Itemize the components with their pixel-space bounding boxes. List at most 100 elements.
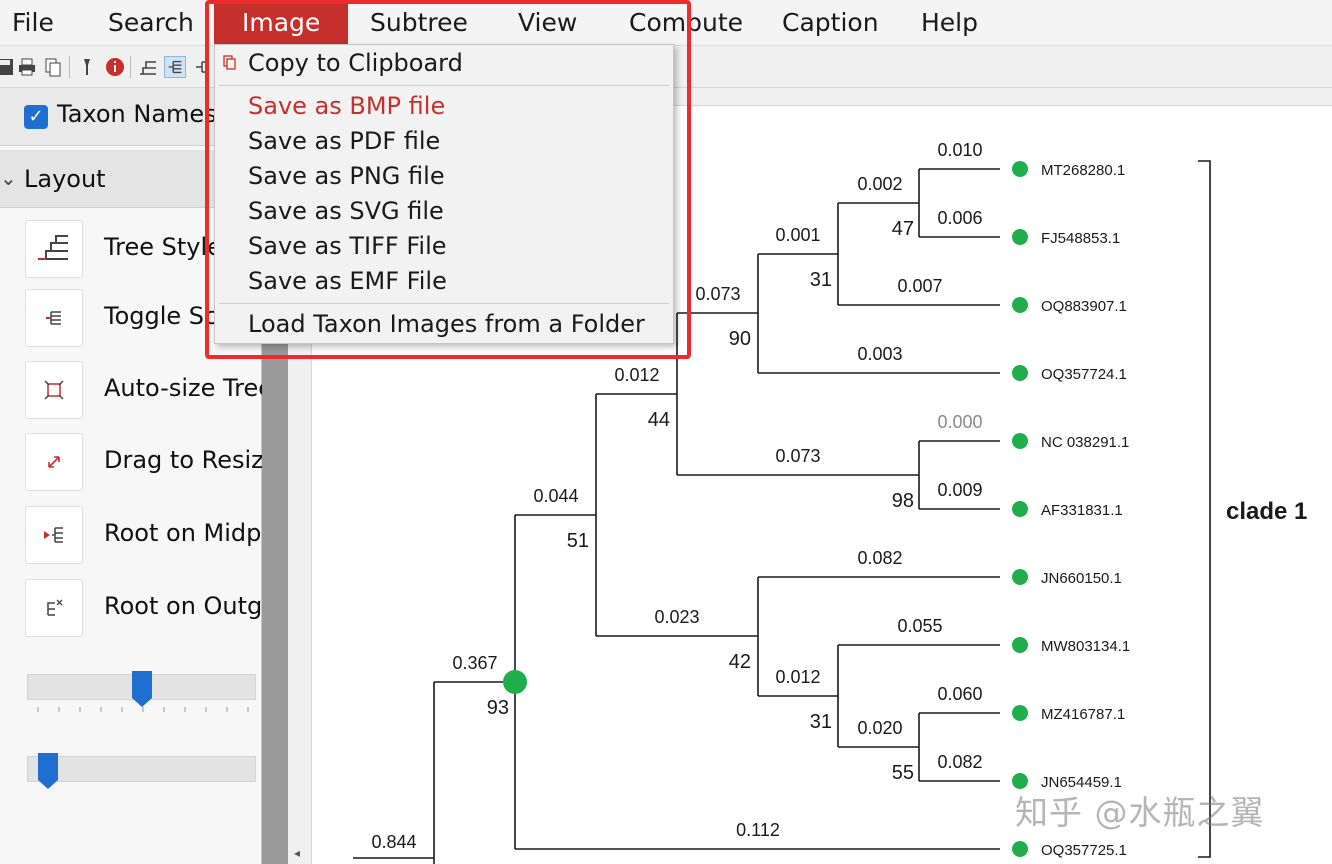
branch-length: 0.002 [857, 174, 902, 194]
tip-label[interactable]: JN660150.1 [1041, 570, 1122, 587]
slider-thumb[interactable] [37, 752, 59, 790]
save-png-item[interactable]: Save as PNG file [248, 162, 445, 190]
bootstrap-value: 90 [729, 328, 751, 350]
tool-label: Root on Outgroup [104, 592, 262, 620]
tool-drag-resize[interactable]: Drag to Resize [0, 433, 262, 495]
tree-small-icon[interactable] [192, 56, 214, 78]
tip-labels: MT268280.1 FJ548853.1 OQ883907.1 OQ35772… [1041, 162, 1130, 859]
tip-marker [1012, 365, 1028, 381]
branch-length: 0.044 [533, 486, 578, 506]
copy-icon [223, 55, 236, 70]
selected-node-marker[interactable] [503, 670, 527, 694]
load-taxon-images-item[interactable]: Load Taxon Images from a Folder [248, 310, 645, 338]
bootstrap-value: 51 [567, 530, 589, 552]
root-outgroup-icon[interactable] [25, 579, 83, 637]
copy-icon[interactable] [42, 56, 64, 78]
toggle-scale-icon[interactable] [25, 289, 83, 347]
tip-label[interactable]: AF331831.1 [1041, 502, 1123, 519]
tip-marker [1012, 161, 1028, 177]
tip-label[interactable]: OQ357725.1 [1041, 842, 1127, 859]
tool-auto-size[interactable]: Auto-size Tree [0, 361, 262, 423]
tip-label[interactable]: FJ548853.1 [1041, 230, 1120, 247]
tip-label[interactable]: JN654459.1 [1041, 774, 1122, 791]
toggle-scale-icon[interactable] [164, 56, 186, 78]
toolbar-separator [130, 56, 131, 78]
tool-label: Tree Style [104, 233, 222, 261]
branch-length: 0.073 [775, 446, 820, 466]
tip-markers [503, 161, 1028, 857]
tip-label[interactable]: MW803134.1 [1041, 638, 1130, 655]
menu-separator [219, 85, 669, 86]
root-midpoint-icon[interactable] [25, 506, 83, 564]
bootstrap-value: 42 [729, 651, 751, 673]
branch-length: 0.009 [937, 480, 982, 500]
menu-help[interactable]: Help [921, 8, 978, 37]
branch-length: 0.112 [736, 820, 780, 840]
branch-length-labels: 0.010 0.006 0.002 0.007 0.001 0.003 0.07… [371, 140, 982, 852]
branch-length: 0.007 [897, 276, 942, 296]
watermark: 知乎 @水瓶之翼 [1015, 793, 1265, 832]
tip-label[interactable]: MZ416787.1 [1041, 706, 1125, 723]
menu-search[interactable]: Search [108, 8, 194, 37]
tip-marker [1012, 229, 1028, 245]
print-icon[interactable] [16, 56, 38, 78]
toolbar-separator [69, 56, 70, 78]
tool-toggle-scale[interactable]: Toggle Scale [0, 289, 262, 351]
resize-arrows-icon[interactable] [25, 433, 83, 491]
tip-label[interactable]: OQ883907.1 [1041, 298, 1127, 315]
menu-file[interactable]: File [12, 8, 54, 37]
bootstrap-value: 31 [810, 711, 832, 733]
tip-label[interactable]: NC 038291.1 [1041, 434, 1129, 451]
branch [433, 681, 515, 864]
tip-label[interactable]: OQ357724.1 [1041, 366, 1127, 383]
tool-label: Drag to Resize [104, 446, 262, 474]
auto-size-icon[interactable] [25, 361, 83, 419]
branch-length: 0.844 [371, 832, 416, 852]
arrow-left-icon[interactable]: ◂ [294, 846, 301, 860]
copy-to-clipboard-item[interactable]: Copy to Clipboard [248, 49, 463, 77]
menu-image[interactable]: Image [214, 0, 349, 46]
settings-icon[interactable] [76, 56, 98, 78]
chevron-down-icon: ⌄ [0, 166, 17, 190]
save-icon[interactable] [0, 56, 16, 78]
clade-label[interactable]: clade 1 [1226, 498, 1307, 525]
menu-view[interactable]: View [518, 8, 578, 37]
bootstrap-value: 44 [648, 409, 670, 431]
branch-length: 0.073 [695, 284, 740, 304]
tip-marker [1012, 705, 1028, 721]
save-bmp-item[interactable]: Save as BMP file [248, 92, 446, 120]
branch-length: 0.082 [857, 548, 902, 568]
branch-length: 0.001 [775, 225, 820, 245]
menu-subtree[interactable]: Subtree [370, 8, 468, 37]
branch-length: 0.010 [937, 140, 982, 160]
left-panel: ✓ Taxon Names ⌄ Layout Tree Style Toggle… [0, 88, 262, 864]
tree-style-icon[interactable] [25, 220, 83, 278]
branch-length: 0.055 [897, 616, 942, 636]
save-tiff-item[interactable]: Save as TIFF File [248, 232, 447, 260]
save-emf-item[interactable]: Save as EMF File [248, 267, 447, 295]
tool-tree-style[interactable]: Tree Style [0, 220, 262, 282]
slider-ticks [37, 707, 249, 712]
tip-marker [1012, 569, 1028, 585]
branch-length: 0.003 [857, 344, 902, 364]
save-svg-item[interactable]: Save as SVG file [248, 197, 444, 225]
tool-root-midpoint[interactable]: Root on Midpoint [0, 506, 262, 568]
info-icon[interactable] [104, 56, 126, 78]
tip-marker [1012, 433, 1028, 449]
tool-root-outgroup[interactable]: Root on Outgroup [0, 579, 262, 641]
image-menu-dropdown: Copy to Clipboard Save as BMP file Save … [214, 44, 674, 344]
taxon-names-label: Taxon Names [57, 100, 217, 128]
tree-style-icon[interactable] [137, 56, 159, 78]
menu-compute[interactable]: Compute [629, 8, 744, 37]
slider-thumb[interactable] [131, 670, 153, 708]
taxon-names-checkbox[interactable]: ✓ [24, 105, 48, 129]
tip-label[interactable]: MT268280.1 [1041, 162, 1125, 179]
menu-separator [219, 303, 669, 304]
menu-caption[interactable]: Caption [782, 8, 879, 37]
branch-length: 0.012 [614, 365, 659, 385]
bootstrap-labels: 47 31 90 44 98 51 42 31 55 93 [487, 218, 914, 784]
save-pdf-item[interactable]: Save as PDF file [248, 127, 441, 155]
tip-marker [1012, 841, 1028, 857]
slider-track[interactable] [27, 756, 256, 782]
branch-length: 0.012 [775, 667, 820, 687]
